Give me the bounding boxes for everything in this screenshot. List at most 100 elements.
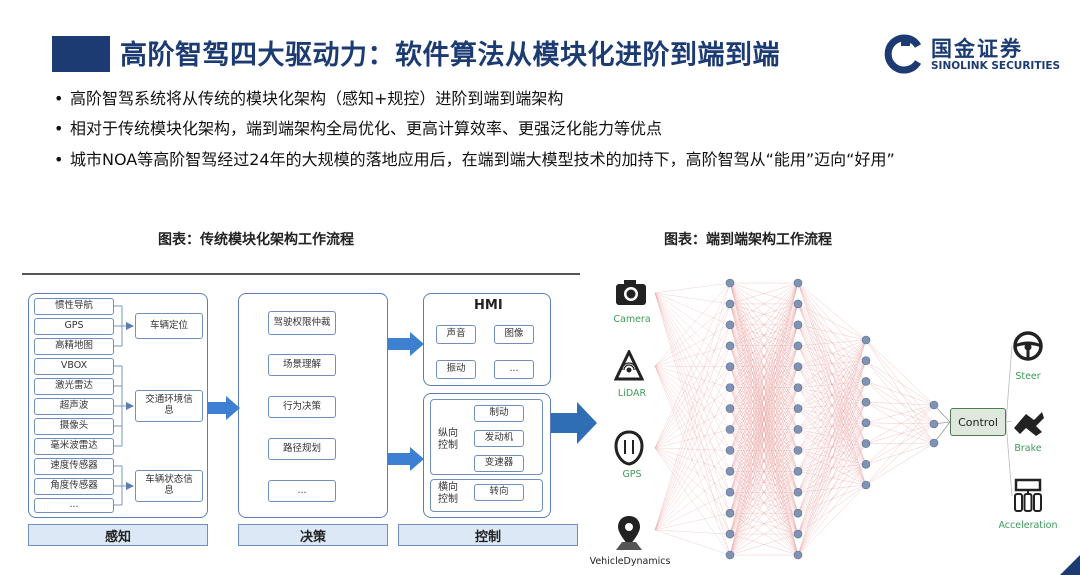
- neuron-node: [725, 508, 735, 518]
- neuron-node: [793, 508, 803, 518]
- network-link: [654, 529, 731, 556]
- network-link: [654, 365, 731, 556]
- network-link: [729, 282, 799, 514]
- hmi-box: ...: [494, 360, 534, 379]
- corner-accent: [1060, 555, 1080, 575]
- network-link: [797, 339, 867, 388]
- longitudinal-label: 纵向控制: [438, 428, 458, 451]
- camera-icon: [616, 280, 646, 305]
- network-link: [797, 339, 867, 535]
- network-link: [654, 292, 731, 430]
- neuron-node: [793, 487, 803, 497]
- network-link: [654, 429, 731, 449]
- network-link: [654, 282, 731, 449]
- neuron-node: [861, 356, 871, 366]
- network-link: [654, 471, 731, 531]
- neuron-node: [725, 487, 735, 497]
- network-link: [729, 471, 799, 556]
- network-link: [797, 402, 867, 556]
- network-link: [654, 447, 731, 451]
- network-link: [1005, 345, 1013, 423]
- sensor-box: 摄像头: [34, 418, 114, 435]
- network-link: [729, 282, 799, 430]
- network-link: [797, 422, 867, 556]
- input-label: VehicleDynamics: [589, 556, 671, 567]
- network-link: [654, 447, 731, 535]
- neuron-node: [725, 383, 735, 392]
- network-link: [654, 408, 731, 449]
- actuator-box: 转向: [474, 484, 524, 501]
- network-link: [729, 282, 799, 388]
- lateral-label: 横向控制: [438, 482, 458, 505]
- network-link: [654, 408, 731, 531]
- neuron-node: [793, 446, 803, 455]
- neuron-node: [793, 362, 803, 371]
- network-link: [865, 422, 935, 425]
- network-link: [865, 404, 935, 444]
- network-link: [729, 282, 799, 472]
- steering-wheel-icon: [1013, 331, 1043, 361]
- hmi-box: 振动: [436, 360, 476, 379]
- input-label: Camera: [613, 314, 651, 325]
- network-link: [797, 443, 867, 556]
- network-link: [729, 345, 799, 556]
- actuator-box: 制动: [474, 405, 524, 422]
- logo-text-en: SINOLINK SECURITIES: [931, 60, 1061, 72]
- network-link: [865, 381, 935, 406]
- network-link: [654, 303, 731, 367]
- actuator-box: 变速器: [474, 455, 524, 472]
- network-link: [797, 339, 867, 493]
- neuron-node: [793, 341, 803, 351]
- neuron-node: [861, 335, 871, 345]
- network-link: [865, 401, 935, 406]
- title-accent-bar: [52, 36, 110, 72]
- page-title: 高阶智驾四大驱动力：软件算法从模块化进阶到端到端: [120, 40, 780, 71]
- hmi-box: 声音: [436, 325, 476, 344]
- network-link: [654, 447, 731, 514]
- network-link: [865, 339, 935, 406]
- network-link: [865, 442, 935, 465]
- neuron-node: [793, 404, 803, 413]
- network-link: [865, 442, 935, 486]
- network-link: [654, 292, 731, 367]
- network-link: [654, 303, 731, 449]
- sensor-box: 高精地图: [34, 338, 114, 355]
- network-link: [654, 324, 731, 367]
- sensor-box: ...: [34, 498, 114, 513]
- network-link: [797, 339, 867, 347]
- neuron-node: [861, 459, 871, 469]
- network-link: [654, 324, 731, 531]
- network-link: [654, 345, 731, 367]
- neuron-node: [861, 439, 871, 448]
- network-link: [654, 292, 731, 514]
- neuron-node: [725, 278, 735, 288]
- sensor-box: 惯性导航: [34, 298, 114, 315]
- network-link: [654, 292, 731, 556]
- network-link: [797, 324, 867, 341]
- network-link: [654, 303, 731, 531]
- neuron-node: [861, 418, 871, 428]
- neuron-node: [725, 446, 735, 455]
- network-link: [729, 492, 799, 556]
- network-link: [654, 365, 731, 493]
- neuron-node: [793, 320, 803, 330]
- neuron-node: [725, 320, 735, 330]
- network-link: [729, 303, 799, 556]
- sensor-box: GPS: [34, 318, 114, 335]
- network-link: [654, 429, 731, 531]
- stage-label-decision: 决策: [238, 524, 388, 546]
- neuron-node: [725, 425, 735, 434]
- gps-icon: [614, 430, 644, 466]
- vehicle-dynamics-icon: [616, 516, 642, 550]
- network-link: [797, 360, 867, 556]
- network-link: [654, 292, 731, 472]
- network-link: [654, 292, 731, 305]
- decision-box: 行为决策: [268, 396, 336, 418]
- control-box: Control: [950, 408, 1006, 436]
- network-link: [729, 282, 799, 346]
- bullet-item: •高阶智驾系统将从传统的模块化架构（感知+规控）进阶到端到端架构: [54, 89, 564, 108]
- network-link: [729, 512, 799, 556]
- figure-caption-modular: 图表：传统模块化架构工作流程: [158, 232, 354, 248]
- network-link: [797, 464, 867, 556]
- network-link: [654, 529, 731, 535]
